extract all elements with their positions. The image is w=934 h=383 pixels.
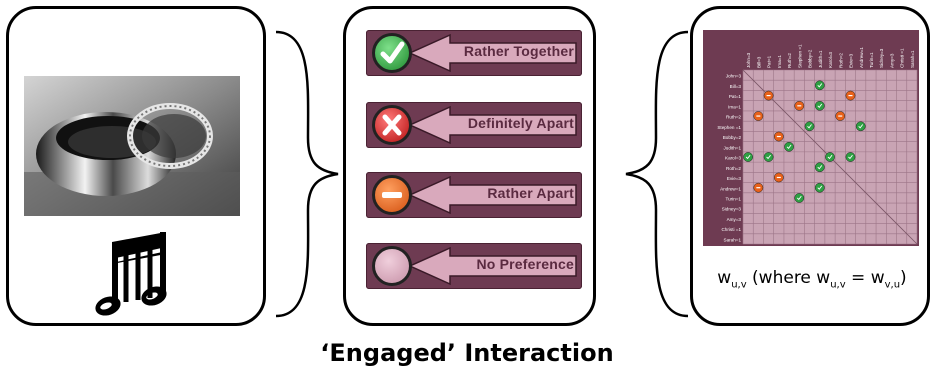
column-label: Andrew=1 bbox=[859, 47, 864, 68]
together-mark bbox=[825, 152, 835, 162]
check-mark bbox=[817, 103, 823, 109]
check-icon bbox=[372, 33, 412, 73]
minus-mark bbox=[797, 105, 802, 107]
together-mark bbox=[814, 100, 825, 111]
check-mark bbox=[858, 124, 864, 129]
column-label: Bill=3 bbox=[756, 56, 761, 68]
row-label: Ruth=2 bbox=[726, 115, 741, 120]
row-label: Sarah=1 bbox=[724, 237, 742, 242]
wedding-rings-image bbox=[24, 76, 240, 216]
row-label: Turin=1 bbox=[725, 197, 741, 202]
minus-mark bbox=[848, 94, 853, 97]
minus-mark bbox=[838, 115, 843, 117]
together-mark bbox=[763, 152, 774, 162]
column-label: Roth=2 bbox=[838, 53, 843, 68]
column-label: Amy=3 bbox=[889, 53, 894, 68]
column-label: Ruth=2 bbox=[787, 53, 792, 68]
brace-left bbox=[275, 30, 339, 318]
arrow-icon bbox=[410, 33, 577, 73]
x-icon bbox=[372, 105, 412, 145]
button-label: Rather Together bbox=[463, 43, 574, 59]
row-label: Christi =1 bbox=[721, 227, 741, 232]
together-mark bbox=[814, 162, 825, 173]
together-mark bbox=[794, 193, 805, 203]
button-label: Rather Apart bbox=[487, 185, 574, 201]
button-label: No Preference bbox=[476, 256, 574, 272]
brace-right bbox=[625, 30, 689, 318]
row-label: Evie=3 bbox=[727, 176, 742, 181]
row-label: Roth=2 bbox=[726, 166, 741, 171]
column-label: Turin=1 bbox=[869, 52, 874, 68]
music-note-icon bbox=[95, 232, 167, 316]
weight-formula: wu,v (where wu,v = wv,u) bbox=[717, 268, 907, 291]
rather-together-button[interactable]: Rather Together bbox=[366, 30, 582, 76]
check-mark bbox=[745, 154, 751, 160]
rather-apart-button[interactable]: Rather Apart bbox=[366, 172, 582, 218]
column-label: Karol=3 bbox=[828, 52, 833, 68]
row-label: Karol=3 bbox=[725, 156, 741, 161]
row-label: Sidney=3 bbox=[722, 207, 742, 212]
column-label: Sarah=1 bbox=[910, 50, 915, 68]
together-mark bbox=[845, 152, 856, 162]
column-label: Stephen =1 bbox=[797, 44, 802, 68]
definitely-apart-button[interactable]: Definitely Apart bbox=[366, 102, 582, 148]
row-label: Pat=1 bbox=[729, 94, 742, 99]
column-label: Evie=3 bbox=[849, 53, 854, 68]
caption: ‘Engaged’ Interaction bbox=[320, 339, 614, 367]
arrow-icon bbox=[410, 175, 577, 215]
minus-mark bbox=[776, 176, 781, 179]
minus-mark bbox=[756, 115, 761, 117]
together-mark bbox=[743, 152, 753, 162]
row-label: Bill=3 bbox=[730, 84, 742, 89]
row-label: Stephen =1 bbox=[717, 125, 741, 130]
arrow-icon bbox=[410, 105, 577, 145]
no-preference-button[interactable]: No Preference bbox=[366, 243, 582, 289]
row-label: Andrew=1 bbox=[720, 186, 741, 191]
together-mark bbox=[814, 182, 825, 193]
column-label: John=3 bbox=[746, 52, 751, 68]
check-mark bbox=[817, 165, 823, 170]
column-label: Judith=1 bbox=[818, 50, 823, 68]
column-label: Pat=1 bbox=[767, 55, 772, 68]
check-mark bbox=[848, 154, 853, 160]
together-mark bbox=[814, 80, 825, 91]
check-mark bbox=[817, 83, 823, 88]
minus-mark bbox=[776, 135, 781, 138]
together-mark bbox=[855, 121, 866, 132]
minus-mark bbox=[766, 94, 771, 97]
column-label: Bobby=2 bbox=[808, 49, 813, 68]
check-mark bbox=[796, 195, 802, 201]
check-mark bbox=[817, 185, 823, 190]
row-label: Ima=1 bbox=[728, 104, 741, 109]
minus-icon bbox=[372, 175, 412, 215]
check-mark bbox=[766, 154, 771, 160]
together-mark bbox=[784, 141, 794, 152]
column-label: Christi =1 bbox=[900, 48, 905, 68]
check-mark bbox=[786, 144, 792, 149]
row-label: John=3 bbox=[726, 74, 742, 79]
check-mark bbox=[807, 124, 812, 129]
button-label: Definitely Apart bbox=[467, 115, 574, 131]
column-label: Sidney=3 bbox=[879, 48, 884, 68]
row-label: Bobby=2 bbox=[723, 135, 742, 140]
row-label: Amy=3 bbox=[727, 217, 742, 222]
blank-icon bbox=[372, 246, 412, 286]
arrow-icon bbox=[410, 246, 577, 286]
row-label: Judith=1 bbox=[724, 145, 742, 150]
minus-mark bbox=[756, 187, 761, 189]
together-mark bbox=[804, 121, 815, 132]
column-label: Ima=1 bbox=[777, 55, 782, 68]
check-mark bbox=[827, 154, 833, 160]
